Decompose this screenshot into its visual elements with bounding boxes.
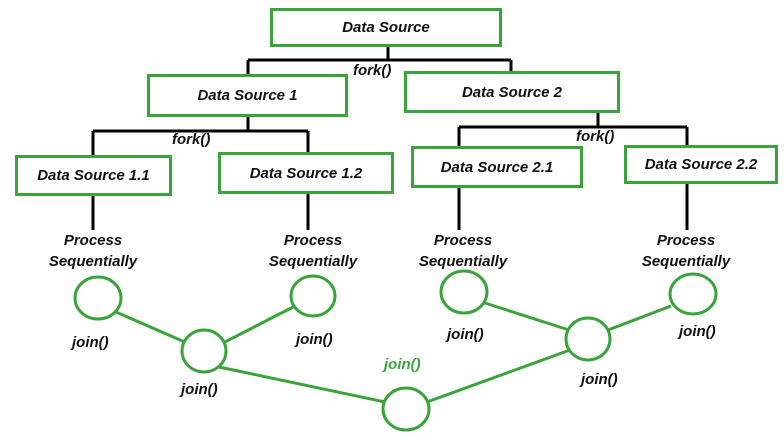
data-source-root: Data Source xyxy=(270,8,502,47)
data-source-1-1: Data Source 1.1 xyxy=(15,155,172,196)
fork-label-left: fork() xyxy=(172,131,211,148)
process-node-1-2 xyxy=(289,274,337,318)
process-node-1-1 xyxy=(73,275,123,321)
join-edge-e xyxy=(484,301,570,332)
join-node-right xyxy=(564,316,612,362)
fork-label-top: fork() xyxy=(353,62,392,79)
join-edge-a xyxy=(115,310,188,345)
process-label-1-2: Process Sequentially xyxy=(253,230,373,272)
process-line2: Sequentially xyxy=(268,253,358,270)
process-line2: Sequentially xyxy=(418,253,508,270)
process-line1: Process xyxy=(433,232,493,249)
data-source-2-1: Data Source 2.1 xyxy=(411,146,583,188)
join-node-left xyxy=(180,328,228,374)
join-edge-d xyxy=(426,348,571,404)
join-label-6: join() xyxy=(679,323,716,340)
process-line2: Sequentially xyxy=(48,253,138,270)
join-edge-f xyxy=(607,304,672,332)
process-label-1-1: Process Sequentially xyxy=(33,230,153,272)
process-node-2-2 xyxy=(668,272,718,316)
join-label-5: join() xyxy=(581,371,618,388)
process-node-2-1 xyxy=(439,269,489,315)
process-line1: Process xyxy=(656,232,716,249)
process-line1: Process xyxy=(283,232,343,249)
data-source-1: Data Source 1 xyxy=(147,74,348,117)
process-label-2-1: Process Sequentially xyxy=(403,230,523,272)
data-source-2: Data Source 2 xyxy=(404,71,620,113)
join-label-3: join() xyxy=(181,381,218,398)
process-line2: Sequentially xyxy=(641,253,731,270)
data-source-2-2: Data Source 2.2 xyxy=(624,145,778,184)
data-source-1-2: Data Source 1.2 xyxy=(218,152,394,194)
process-line1: Process xyxy=(63,232,123,249)
fork-label-right: fork() xyxy=(576,128,615,145)
join-edge-c xyxy=(218,365,386,404)
join-edge-b xyxy=(224,304,296,344)
process-label-2-2: Process Sequentially xyxy=(626,230,746,272)
join-label-1: join() xyxy=(72,334,109,351)
join-label-4: join() xyxy=(447,326,484,343)
join-node-final xyxy=(381,386,431,432)
join-label-final: join() xyxy=(384,356,421,373)
join-label-2: join() xyxy=(296,331,333,348)
